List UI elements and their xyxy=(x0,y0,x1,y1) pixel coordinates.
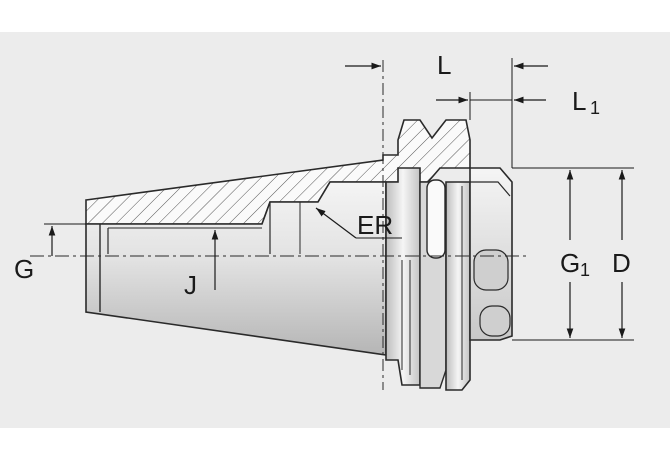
nut-slot-upper xyxy=(473,249,509,291)
flange-slot xyxy=(426,179,446,259)
flange xyxy=(385,167,421,386)
dim-L-label: L xyxy=(437,50,451,80)
dim-G1-subscript: 1 xyxy=(580,260,590,280)
dim-J-label: J xyxy=(184,270,197,300)
nut-slot-lower xyxy=(479,305,511,337)
taper-body xyxy=(85,181,387,356)
flange-right xyxy=(445,181,471,391)
dim-G1-label: G xyxy=(560,248,580,278)
nut-chamfer xyxy=(470,181,511,197)
dim-L1-label: L xyxy=(572,86,586,116)
ER-leader xyxy=(315,207,357,239)
dim-D-label: D xyxy=(612,248,631,278)
dim-G-label: G xyxy=(14,254,34,284)
dim-ER-label: ER xyxy=(357,210,393,240)
dim-L1-subscript: 1 xyxy=(590,98,600,118)
